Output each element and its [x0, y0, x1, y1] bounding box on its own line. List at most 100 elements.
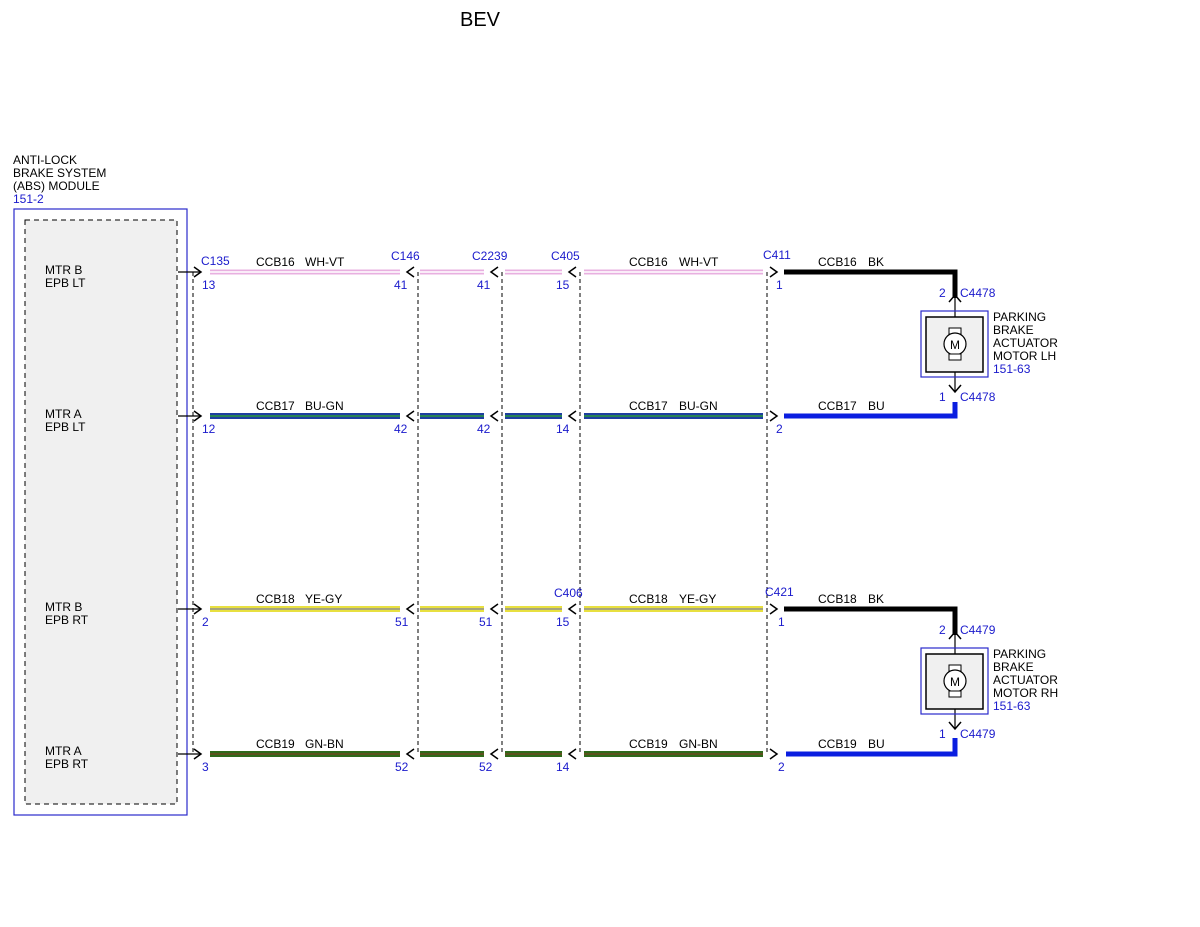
- pin-number: 15: [556, 615, 570, 629]
- arrow-glyph: [769, 410, 779, 422]
- module-pin-label-1b: EPB LT: [45, 276, 86, 290]
- wire-bk: [784, 606, 958, 635]
- arrow-glyph: [489, 410, 499, 422]
- motor-name-line-1: PARKING: [993, 647, 1046, 661]
- circuit-label: CCB19: [818, 737, 857, 751]
- pin-number: 2: [778, 760, 785, 774]
- motor-symbol: M: [950, 675, 960, 689]
- arrow-glyph: [567, 748, 577, 760]
- pin-number: 2: [776, 422, 783, 436]
- pin-number: 14: [556, 422, 570, 436]
- pin-number: 1: [776, 278, 783, 292]
- color-label: BU-GN: [305, 399, 344, 413]
- motor-name-line-2: BRAKE: [993, 323, 1034, 337]
- motor-pin-number: 1: [939, 727, 946, 741]
- motor-name-line-3: ACTUATOR: [993, 673, 1058, 687]
- pin-number: 51: [395, 615, 409, 629]
- arrow-glyph: [948, 293, 962, 303]
- pin-number: 42: [394, 422, 408, 436]
- motor-pin-number: 2: [939, 623, 946, 637]
- pin-number: 41: [394, 278, 408, 292]
- connector-dashed-lines: [192, 272, 768, 755]
- motor-name-line-3: ACTUATOR: [993, 336, 1058, 350]
- motor-inner-box: [925, 653, 984, 710]
- circuit-ccb18: CCB18 YE-GY CCB18 YE-GY CCB18 BK C406 C4…: [178, 585, 996, 640]
- color-label: BK: [868, 592, 884, 606]
- module-pin-label-4a: MTR A: [45, 744, 82, 758]
- circuit-label: CCB17: [818, 399, 857, 413]
- parking-brake-motor-lh: M PARKING BRAKE ACTUATOR MOTOR LH 151-63: [920, 298, 1058, 392]
- wire-bk: [784, 269, 958, 298]
- motor-name-line-2: BRAKE: [993, 660, 1034, 674]
- module-pin-label-1a: MTR B: [45, 263, 82, 277]
- module-name-line-3: (ABS) MODULE: [13, 179, 100, 193]
- motor-name-line-4: MOTOR RH: [993, 686, 1058, 700]
- circuit-label: CCB19: [256, 737, 295, 751]
- circuit-label: CCB17: [256, 399, 295, 413]
- arrow-glyph: [567, 410, 577, 422]
- module-pin-label-2b: EPB LT: [45, 420, 86, 434]
- connector-name: C135: [201, 254, 230, 268]
- arrow-glyph: [948, 630, 962, 640]
- module-ref: 151-2: [13, 192, 44, 206]
- pin-number: 42: [477, 422, 491, 436]
- module-name-line-1: ANTI-LOCK: [13, 153, 77, 167]
- pin-number: 3: [202, 760, 209, 774]
- color-label: WH-VT: [679, 255, 719, 269]
- arrow-glyph: [405, 266, 415, 278]
- connector-name: C405: [551, 249, 580, 263]
- motor-name-line-1: PARKING: [993, 310, 1046, 324]
- module-pin-label-2a: MTR A: [45, 407, 82, 421]
- color-label: BU: [868, 399, 885, 413]
- motor-pin-number: 2: [939, 286, 946, 300]
- motor-connector-name: C4479: [960, 623, 996, 637]
- arrow-glyph: [193, 410, 203, 422]
- parking-brake-motor-rh: M PARKING BRAKE ACTUATOR MOTOR RH 151-63: [920, 635, 1058, 729]
- module-pin-label-3b: EPB RT: [45, 613, 89, 627]
- circuit-label: CCB16: [629, 255, 668, 269]
- arrow-glyph: [405, 748, 415, 760]
- color-label: GN-BN: [679, 737, 718, 751]
- pin-number: 2: [202, 615, 209, 629]
- circuit-label: CCB18: [629, 592, 668, 606]
- circuit-ccb16: CCB16 WH-VT CCB16 WH-VT CCB16 BK C135 C1…: [178, 248, 996, 303]
- arrow-glyph: [567, 603, 577, 615]
- arrow-glyph: [769, 603, 779, 615]
- color-label: GN-BN: [305, 737, 344, 751]
- motor-connector-name: C4478: [960, 390, 996, 404]
- circuit-label: CCB16: [256, 255, 295, 269]
- motor-symbol: M: [950, 338, 960, 352]
- wire-bu: [786, 738, 958, 757]
- circuit-label: CCB17: [629, 399, 668, 413]
- motor-ref: 151-63: [993, 699, 1031, 713]
- pin-number: 13: [202, 278, 216, 292]
- wire-bu: [784, 402, 958, 419]
- abs-module: ANTI-LOCK BRAKE SYSTEM (ABS) MODULE 151-…: [13, 153, 188, 816]
- module-pin-label-3a: MTR B: [45, 600, 82, 614]
- arrow-glyph: [769, 266, 779, 278]
- circuit-ccb19: CCB19 GN-BN CCB19 GN-BN CCB19 BU 3 52 52…: [178, 721, 996, 774]
- connector-name: C2239: [472, 249, 508, 263]
- module-inner-box: [24, 219, 178, 805]
- module-name-line-2: BRAKE SYSTEM: [13, 166, 106, 180]
- motor-ref: 151-63: [993, 362, 1031, 376]
- arrow-glyph: [567, 266, 577, 278]
- arrow-glyph: [489, 603, 499, 615]
- motor-connector-name: C4478: [960, 286, 996, 300]
- arrow-glyph: [489, 266, 499, 278]
- pin-number: 51: [479, 615, 493, 629]
- pin-number: 12: [202, 422, 216, 436]
- circuit-label: CCB18: [818, 592, 857, 606]
- connector-name: C146: [391, 249, 420, 263]
- arrow-glyph: [769, 748, 779, 760]
- arrow-glyph: [405, 603, 415, 615]
- arrow-glyph: [489, 748, 499, 760]
- module-outer-box: [13, 208, 188, 816]
- arrow-glyph: [193, 266, 203, 278]
- circuit-label: CCB18: [256, 592, 295, 606]
- motor-terminal: [948, 690, 962, 698]
- pin-number: 15: [556, 278, 570, 292]
- arrow-glyph: [193, 603, 203, 615]
- pin-number: 1: [778, 615, 785, 629]
